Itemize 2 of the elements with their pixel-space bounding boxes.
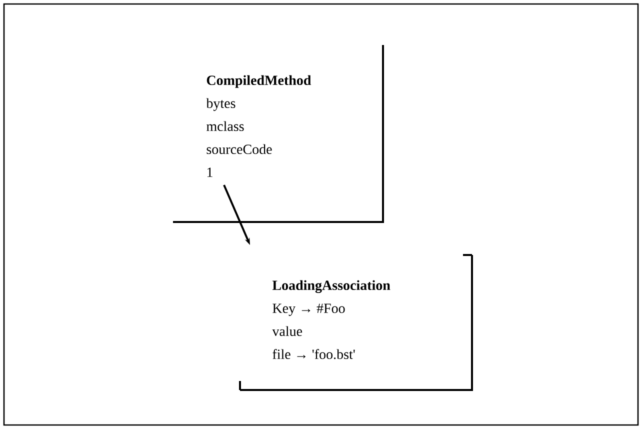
class-box: LoadingAssociation Key → #Foo value file → 'foo.bst' bbox=[239, 254, 473, 391]
class-box: CompiledMethod bytes mclass sourceCode 1 bbox=[173, 45, 384, 223]
